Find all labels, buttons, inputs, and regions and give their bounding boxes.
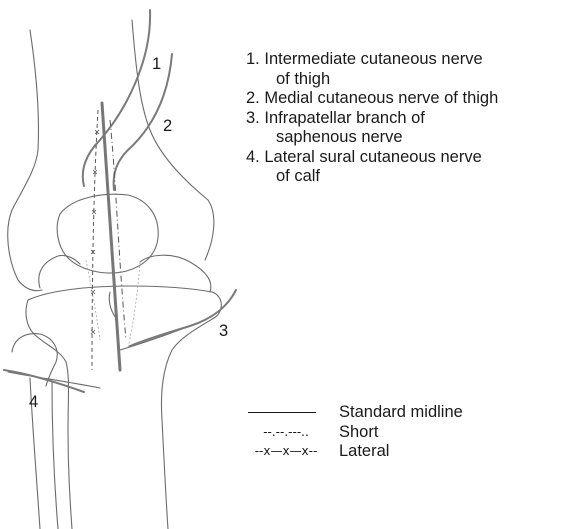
nerve-item: 2. Medial cutaneous nerve of thigh bbox=[246, 89, 498, 109]
nerve-name: Intermediate cutaneous nerve bbox=[264, 50, 482, 68]
nerve-number: 1. bbox=[246, 50, 260, 68]
nerve-name: Lateral sural cutaneous nerve bbox=[264, 148, 481, 166]
legend-label: Standard midline bbox=[339, 403, 463, 423]
lateral-incision-marks bbox=[91, 130, 99, 334]
nerve-name-cont: of calf bbox=[246, 167, 498, 187]
tibia-left-edge bbox=[26, 300, 72, 529]
legend-symbol: --x—x—x-- bbox=[240, 442, 332, 462]
legend-label: Short bbox=[339, 423, 378, 443]
callout-4: 4 bbox=[29, 393, 38, 412]
legend-symbol: --.--.---.. bbox=[240, 423, 332, 443]
fibula-head bbox=[12, 334, 57, 386]
intermediate-cutaneous-nerve bbox=[83, 10, 150, 186]
callout-3: 3 bbox=[219, 322, 228, 341]
nerve-name-cont: of thigh bbox=[246, 70, 498, 90]
femoral-condyle-lateral bbox=[39, 255, 80, 288]
nerve-list: 1. Intermediate cutaneous nerve of thigh… bbox=[246, 50, 498, 187]
nerve-item: 4. Lateral sural cutaneous nerve of calf bbox=[246, 148, 498, 187]
nerve-item: 3. Infrapatellar branch of saphenous ner… bbox=[246, 109, 498, 148]
fibula-shaft-b bbox=[52, 382, 58, 529]
nerve-number: 2. bbox=[246, 89, 260, 107]
callout-2: 2 bbox=[163, 117, 172, 136]
nerve-item: 1. Intermediate cutaneous nerve of thigh bbox=[246, 50, 498, 89]
nerve-name: Medial cutaneous nerve of thigh bbox=[264, 89, 498, 107]
legend-row-lateral: --x—x—x-- Lateral bbox=[240, 442, 540, 462]
tibial-plateau bbox=[28, 286, 221, 529]
legend-row-standard: Standard midline bbox=[240, 403, 540, 423]
standard-midline-incision bbox=[102, 103, 120, 370]
short-incision bbox=[110, 120, 126, 340]
nerve-number: 3. bbox=[246, 109, 260, 127]
femur-outline-left bbox=[8, 30, 42, 291]
incision-legend: Standard midline --.--.---.. Short --x—x… bbox=[240, 403, 540, 462]
nerve-name-cont: saphenous nerve bbox=[246, 128, 498, 148]
legend-solid-line bbox=[248, 412, 316, 413]
callout-1: 1 bbox=[152, 55, 161, 74]
legend-label: Lateral bbox=[339, 442, 389, 462]
legend-row-short: --.--.---.. Short bbox=[240, 423, 540, 443]
nerve-number: 4. bbox=[246, 148, 260, 166]
nerve-name: Infrapatellar branch of bbox=[264, 109, 425, 127]
